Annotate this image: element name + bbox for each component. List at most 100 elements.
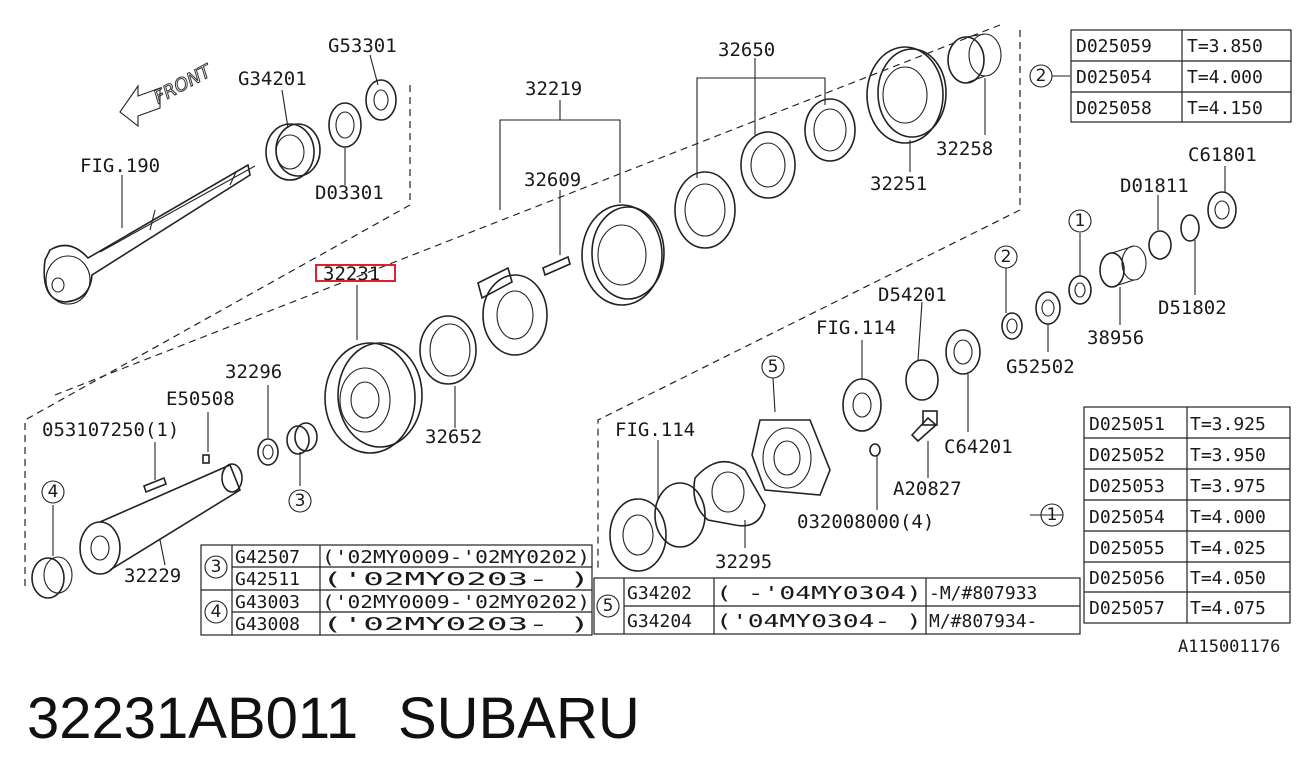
table-right-spec-2: T=3.950	[1190, 445, 1266, 466]
table-left-range-1: ('02MY0009-'02MY0202)	[322, 547, 590, 568]
table-top-part-3: D025058	[1076, 98, 1152, 119]
reference-code: A115001176	[1178, 637, 1280, 657]
table-left-part-3: G43003	[235, 592, 300, 613]
table-mid-range-2: ('04MY0304- )	[716, 611, 922, 632]
table-ref-5: 5	[603, 596, 614, 616]
label-fig114-lower: FIG.114	[615, 419, 695, 441]
label-d54201: D54201	[878, 284, 947, 306]
snap-ring-d51802	[1180, 214, 1200, 242]
washer-d03301	[328, 102, 362, 148]
washer-32296	[257, 438, 279, 466]
front-arrow-icon: FRONT	[119, 60, 217, 128]
table-top-spec-1: T=3.850	[1187, 36, 1263, 57]
circle-ref-4: 4	[41, 480, 65, 504]
table-top-part-2: D025054	[1076, 67, 1152, 88]
label-e50508: E50508	[166, 388, 235, 410]
table-mid-mnum-2: M/#807934-	[929, 611, 1037, 632]
large-ring-gear	[581, 204, 665, 306]
table-right-part-4: D025054	[1089, 507, 1165, 528]
table-ref-1: 1	[1047, 505, 1058, 525]
table-right-part-6: D025056	[1089, 568, 1165, 589]
table-model-years-5: 5 G34202 ( -'04MY0304) -M/#807933 G34204…	[593, 577, 1081, 635]
table-mid-mnum-1: -M/#807933	[929, 583, 1037, 604]
table-ref-3: 3	[211, 557, 222, 577]
table-model-years-3-4: 3 4 G42507 ('02MY0009-'02MY0202) G42511 …	[200, 544, 593, 636]
gear-32251	[866, 46, 947, 144]
table-mid-range-1: ( -'04MY0304)	[716, 583, 922, 604]
label-d51802: D51802	[1158, 297, 1227, 319]
nut-c61801	[1207, 191, 1237, 229]
table-right-part-7: D025057	[1089, 598, 1165, 619]
label-c61801: C61801	[1188, 144, 1257, 166]
svg-text:2: 2	[1001, 247, 1012, 267]
label-c64201: C64201	[944, 436, 1013, 458]
table-left-range-4: ('02MY0203- )	[322, 614, 590, 635]
label-32258: 32258	[936, 138, 993, 160]
label-38956: 38956	[1087, 327, 1144, 349]
input-shaft	[43, 163, 256, 305]
table-thickness-2: 2 D025059 T=3.850 D025054 T=4.000 D02505…	[1029, 29, 1292, 123]
ball-e50508	[202, 454, 210, 464]
washer-d01811	[1148, 230, 1172, 260]
table-right-part-5: D025055	[1089, 538, 1165, 559]
label-d01811: D01811	[1120, 175, 1189, 197]
circle-ref-5: 5	[761, 355, 785, 379]
circled-references: 1 2 3 4 5	[41, 209, 1092, 513]
svg-text:3: 3	[295, 491, 306, 511]
table-left-range-3: ('02MY0009-'02MY0202)	[322, 592, 590, 613]
table-ref-4: 4	[211, 602, 222, 622]
washer-1-small	[1068, 275, 1092, 305]
bushing-32258	[947, 33, 1002, 84]
gear-fig114-lower	[609, 482, 706, 572]
label-g53301: G53301	[328, 35, 397, 57]
caption-brand: SUBARU	[398, 686, 640, 751]
circle-ref-3: 3	[288, 489, 312, 513]
synchro-rings-32650	[674, 98, 856, 249]
svg-text:4: 4	[48, 482, 59, 502]
label-fig114-upper: FIG.114	[816, 317, 896, 339]
nut-g53301	[365, 79, 397, 121]
table-right-part-3: D025053	[1089, 476, 1165, 497]
table-right-spec-6: T=4.050	[1190, 568, 1266, 589]
svg-text:1: 1	[1075, 211, 1086, 231]
gear-32231-highlighted	[324, 342, 423, 454]
table-right-spec-4: T=4.000	[1190, 507, 1266, 528]
svg-text:5: 5	[768, 357, 779, 377]
circle-ref-1: 1	[1068, 209, 1092, 233]
synchro-ring-32652	[419, 315, 477, 385]
bearing-g52502	[1035, 291, 1061, 325]
label-32650: 32650	[718, 39, 775, 61]
label-g52502: G52502	[1006, 356, 1075, 378]
assembly-boundary-lines	[24, 24, 1021, 590]
table-top-part-1: D025059	[1076, 36, 1152, 57]
washer-032008000	[869, 443, 881, 457]
label-053107250: 053107250(1)	[42, 419, 179, 441]
shaft-32229	[79, 463, 243, 575]
label-32219: 32219	[525, 78, 582, 100]
washer-2-small	[1001, 312, 1023, 340]
label-a20827: A20827	[893, 478, 962, 500]
leader-lines	[52, 54, 1226, 566]
shifting-insert-32609	[542, 255, 571, 277]
table-right-part-1: D025051	[1089, 414, 1165, 435]
caption-part-number: 32231AB011	[27, 686, 358, 751]
pin-053107250	[143, 476, 167, 494]
table-left-part-4: G43008	[235, 614, 300, 635]
part-labels: G53301 G34201 FIG.190 D03301 32231 32219…	[42, 35, 1280, 657]
washer-d54201	[905, 359, 939, 401]
bolt-a20827	[910, 410, 938, 443]
table-mid-part-2: G34204	[627, 611, 692, 632]
label-032008000: 032008000(4)	[797, 511, 934, 533]
bearing-g34201	[265, 123, 321, 181]
table-right-spec-3: T=3.975	[1190, 476, 1266, 497]
sleeve-38956	[1099, 245, 1147, 288]
bearing-4	[31, 556, 73, 599]
table-right-spec-5: T=4.025	[1190, 538, 1266, 559]
table-right-part-2: D025052	[1089, 445, 1165, 466]
needle-bearing-3	[286, 422, 318, 455]
caption: 32231AB011 SUBARU	[27, 686, 640, 751]
label-32229: 32229	[124, 565, 181, 587]
bearing-fig114-upper	[842, 378, 882, 432]
label-32295: 32295	[715, 551, 772, 573]
